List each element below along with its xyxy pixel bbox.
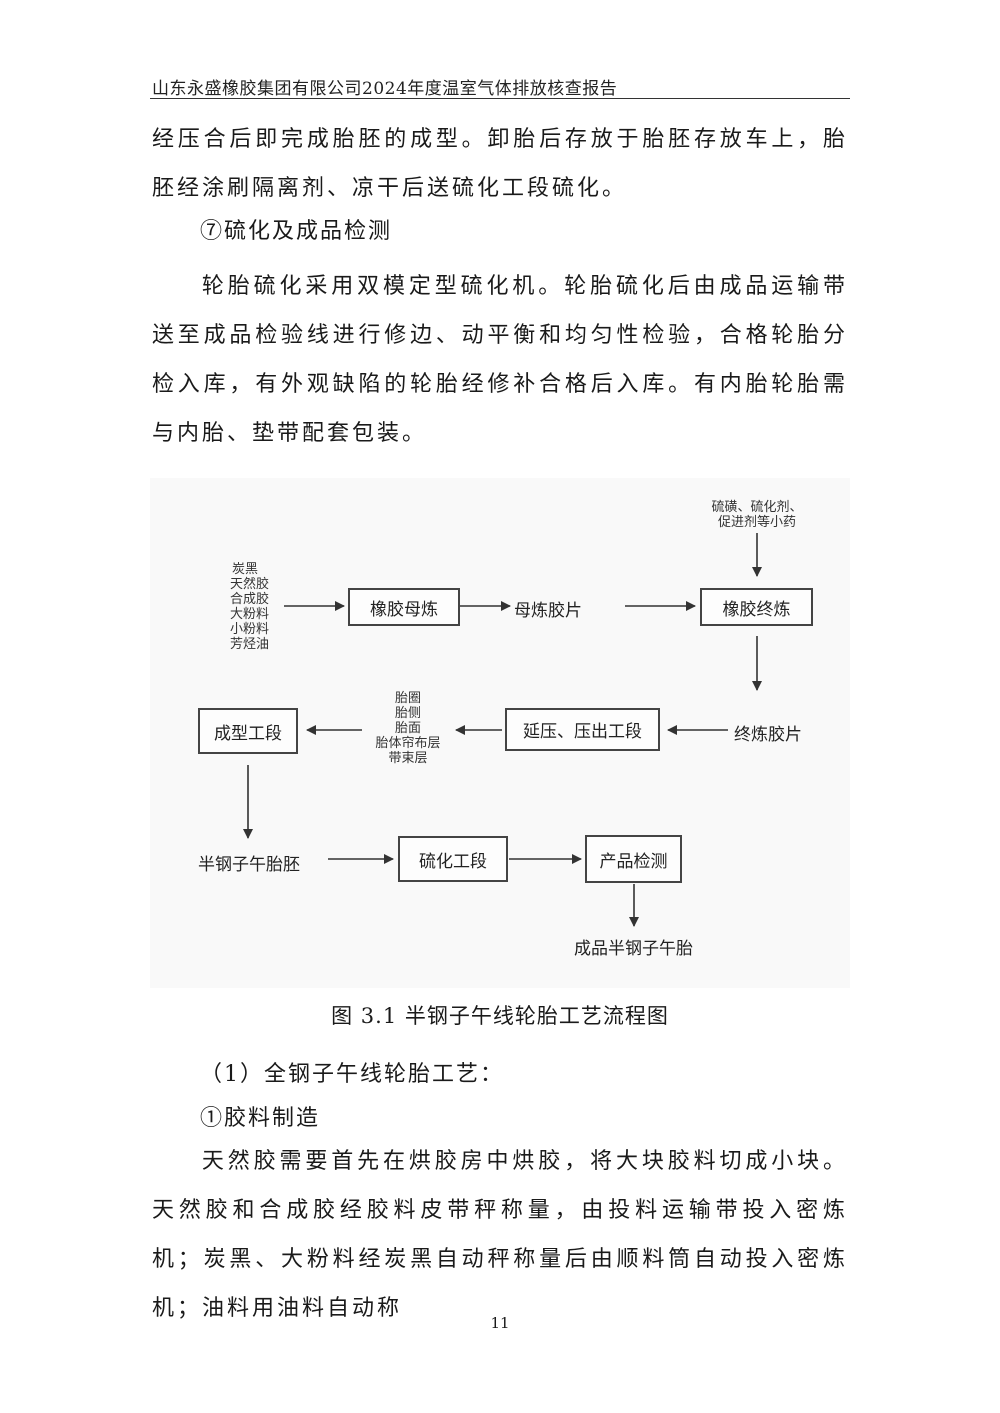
raw-material: 大粉料 bbox=[230, 607, 270, 622]
raw-material: 小粉料 bbox=[230, 622, 270, 637]
section-heading: （1）全钢子午线轮胎工艺： bbox=[200, 1062, 504, 1087]
flow-arrows bbox=[243, 533, 762, 927]
paragraph-2-text: 轮胎硫化采用双模定型硫化机。轮胎硫化后由成品运输带送至成品检验线进行修边、动平衡… bbox=[152, 274, 848, 446]
page-number: 11 bbox=[490, 1314, 510, 1332]
additive-line: 促进剂等小药 bbox=[717, 515, 796, 530]
raw-material: 合成胶 bbox=[230, 592, 270, 607]
heading-compound: ①胶料制造 bbox=[200, 1106, 321, 1131]
box-curing: 硫化工段 bbox=[398, 836, 508, 882]
raw-materials-list: 炭黑 天然胶 合成胶 大粉料 小粉料 芳烃油 bbox=[230, 562, 270, 652]
paragraph-1: 经压合后即完成胎胚的成型。卸胎后存放于胎胚存放车上，胎胚经涂刷隔离剂、凉干后送硫… bbox=[152, 127, 848, 201]
box-building: 成型工段 bbox=[198, 708, 298, 754]
raw-material: 天然胶 bbox=[230, 577, 270, 592]
component: 胎体帘布层 bbox=[375, 736, 441, 751]
additive-line: 硫磺、硫化剂、 bbox=[711, 500, 803, 515]
component: 带束层 bbox=[388, 751, 428, 766]
heading-curing: ⑦硫化及成品检测 bbox=[200, 219, 393, 244]
raw-material: 芳烃油 bbox=[230, 637, 270, 652]
label-green-tire: 半钢子午胎胚 bbox=[198, 855, 300, 875]
paragraph-2: 轮胎硫化采用双模定型硫化机。轮胎硫化后由成品运输带送至成品检验线进行修边、动平衡… bbox=[152, 262, 848, 458]
figure-caption: 图 3.1 半钢子午线轮胎工艺流程图 bbox=[331, 1004, 669, 1028]
box-master-mixing: 橡胶母炼 bbox=[348, 588, 460, 626]
additives-list: 硫磺、硫化剂、 促进剂等小药 bbox=[705, 500, 809, 530]
box-final-mixing: 橡胶终炼 bbox=[700, 588, 813, 626]
raw-material: 炭黑 bbox=[231, 562, 258, 577]
components-list: 胎圈 胎侧 胎面 胎体帘布层 带束层 bbox=[362, 691, 454, 766]
box-inspection: 产品检测 bbox=[585, 835, 682, 883]
paragraph-3-text: 天然胶需要首先在烘胶房中烘胶，将大块胶料切成小块。天然胶和合成胶经胶料皮带秤称量… bbox=[152, 1149, 848, 1321]
component: 胎面 bbox=[394, 721, 421, 736]
process-flow-diagram: 炭黑 天然胶 合成胶 大粉料 小粉料 芳烃油 硫磺、硫化剂、 促进剂等小药 胎圈… bbox=[150, 478, 850, 988]
paragraph-3: 天然胶需要首先在烘胶房中烘胶，将大块胶料切成小块。天然胶和合成胶经胶料皮带秤称量… bbox=[152, 1137, 848, 1333]
page-header: 山东永盛橡胶集团有限公司2024年度温室气体排放核查报告 bbox=[152, 79, 618, 99]
label-finished-tire: 成品半钢子午胎 bbox=[574, 939, 693, 959]
header-rule bbox=[150, 98, 850, 99]
component: 胎侧 bbox=[394, 706, 421, 721]
box-calendering: 延压、压出工段 bbox=[505, 708, 660, 751]
label-master-sheet: 母炼胶片 bbox=[514, 601, 582, 621]
label-final-sheet: 终炼胶片 bbox=[734, 725, 802, 745]
component: 胎圈 bbox=[394, 691, 421, 706]
